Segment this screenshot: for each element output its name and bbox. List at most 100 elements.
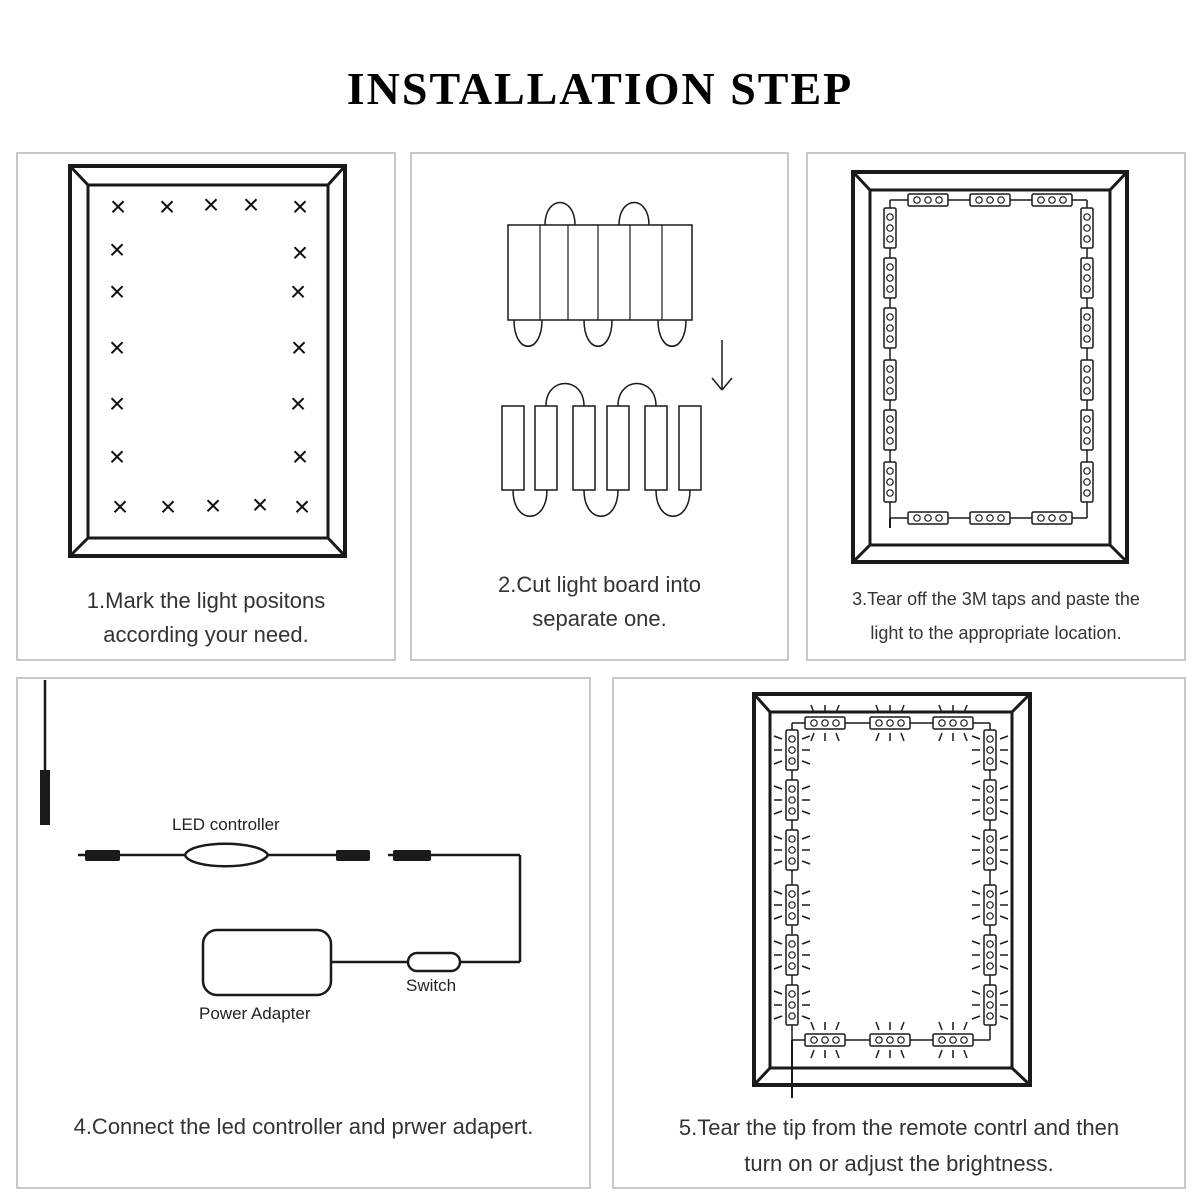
mirror-frame-5-outer xyxy=(752,692,1032,1087)
led-controller-label: LED controller xyxy=(172,815,280,834)
step-5-caption: 5.Tear the tip from the remote contrl an… xyxy=(612,1110,1186,1182)
mirror-frame-3-bevel xyxy=(851,543,872,564)
light-ray xyxy=(773,785,783,790)
led-chip-icon xyxy=(875,719,883,727)
mirror-frame-1-outer xyxy=(68,164,347,558)
led-chip-icon xyxy=(886,313,894,321)
led-chip-icon xyxy=(821,1036,829,1044)
light-ray xyxy=(938,732,943,742)
light-ray xyxy=(810,1049,815,1059)
led-chip-icon xyxy=(897,719,905,727)
position-mark-icon: × xyxy=(291,332,307,363)
down-arrow-icon xyxy=(711,377,723,391)
light-ray xyxy=(773,810,783,815)
led-chip-icon xyxy=(997,196,1005,204)
power-adapter-icon xyxy=(201,928,333,997)
led-chip-icon xyxy=(886,387,894,395)
position-mark-icon: × xyxy=(290,388,306,419)
light-ray xyxy=(801,735,811,740)
light-ray xyxy=(835,704,840,714)
light-ray xyxy=(999,735,1009,740)
connector-wire xyxy=(655,489,691,517)
led-chip-icon xyxy=(1083,437,1091,445)
light-ray xyxy=(971,785,981,790)
led-chip-icon xyxy=(788,940,796,948)
mirror-frame-5-bevel xyxy=(752,693,772,713)
light-ray xyxy=(999,940,1009,945)
light-ray xyxy=(999,810,1009,815)
step-2-caption-line1: 2.Cut light board into xyxy=(497,572,702,597)
light-ray xyxy=(971,990,981,995)
led-chip-icon xyxy=(1083,313,1091,321)
led-chip-icon xyxy=(788,912,796,920)
light-ray xyxy=(801,835,811,840)
light-ray xyxy=(773,860,783,865)
connector-wire xyxy=(583,489,619,517)
light-ray xyxy=(971,860,981,865)
led-chip-icon xyxy=(986,940,994,948)
light-ray xyxy=(971,760,981,765)
light-ray xyxy=(801,760,811,765)
light-ray xyxy=(999,965,1009,970)
light-ray xyxy=(810,1021,815,1031)
led-chip-icon xyxy=(897,1036,905,1044)
led-chip-icon xyxy=(1083,489,1091,497)
step-2-caption-line2: separate one. xyxy=(532,606,667,631)
light-ray xyxy=(801,785,811,790)
light-ray xyxy=(938,704,943,714)
led-chip-icon xyxy=(886,235,894,243)
position-mark-icon: × xyxy=(203,189,219,220)
position-mark-icon: × xyxy=(292,237,308,268)
light-ray xyxy=(773,735,783,740)
page-title: INSTALLATION STEP xyxy=(346,63,854,114)
led-chip-icon xyxy=(960,1036,968,1044)
position-mark-icon: × xyxy=(109,332,125,363)
led-chip-icon xyxy=(986,890,994,898)
light-ray xyxy=(938,1021,943,1031)
led-chip-icon xyxy=(986,1012,994,1020)
plug-connector xyxy=(336,850,370,861)
led-chip-icon xyxy=(935,514,943,522)
led-chip-icon xyxy=(986,951,994,959)
led-chip-icon xyxy=(975,196,983,204)
mirror-frame-1-bevel xyxy=(326,536,347,558)
led-chip-icon xyxy=(788,846,796,854)
led-chip-icon xyxy=(986,735,994,743)
light-ray xyxy=(835,1049,840,1059)
light-ray xyxy=(773,835,783,840)
light-ray xyxy=(773,940,783,945)
mirror-frame-5-bevel xyxy=(752,1066,772,1087)
led-chip-icon xyxy=(886,489,894,497)
led-chip-icon xyxy=(886,376,894,384)
light-ray xyxy=(900,1049,905,1059)
mirror-frame-1-bevel xyxy=(68,536,90,558)
led-chip-icon xyxy=(810,719,818,727)
plug-connector xyxy=(393,850,431,861)
position-mark-icon: × xyxy=(109,234,125,265)
led-chip-icon xyxy=(1083,415,1091,423)
position-mark-icon: × xyxy=(109,441,125,472)
step-3-caption-line1: 3.Tear off the 3M taps and paste the xyxy=(852,589,1140,609)
mirror-frame-5-bevel xyxy=(1010,1066,1032,1087)
led-chip-icon xyxy=(1083,285,1091,293)
light-ray xyxy=(938,1049,943,1059)
led-chip-icon xyxy=(986,785,994,793)
switch-label: Switch xyxy=(406,976,457,995)
led-chip-icon xyxy=(1059,514,1067,522)
step-5-caption-line2: turn on or adjust the brightness. xyxy=(744,1151,1054,1176)
led-chip-icon xyxy=(949,1036,957,1044)
step-5-caption-line1: 5.Tear the tip from the remote contrl an… xyxy=(678,1115,1120,1140)
light-ray xyxy=(801,915,811,920)
mirror-frame-1-bevel xyxy=(68,164,90,187)
led-chip-icon xyxy=(913,514,921,522)
led-chip-icon xyxy=(986,857,994,865)
led-chip-icon xyxy=(986,990,994,998)
led-chip-icon xyxy=(788,785,796,793)
separated-light-module xyxy=(606,405,630,491)
led-chip-icon xyxy=(821,719,829,727)
position-mark-icon: × xyxy=(110,191,126,222)
light-ray xyxy=(773,965,783,970)
light-ray xyxy=(971,940,981,945)
light-ray xyxy=(999,785,1009,790)
led-chip-icon xyxy=(788,757,796,765)
